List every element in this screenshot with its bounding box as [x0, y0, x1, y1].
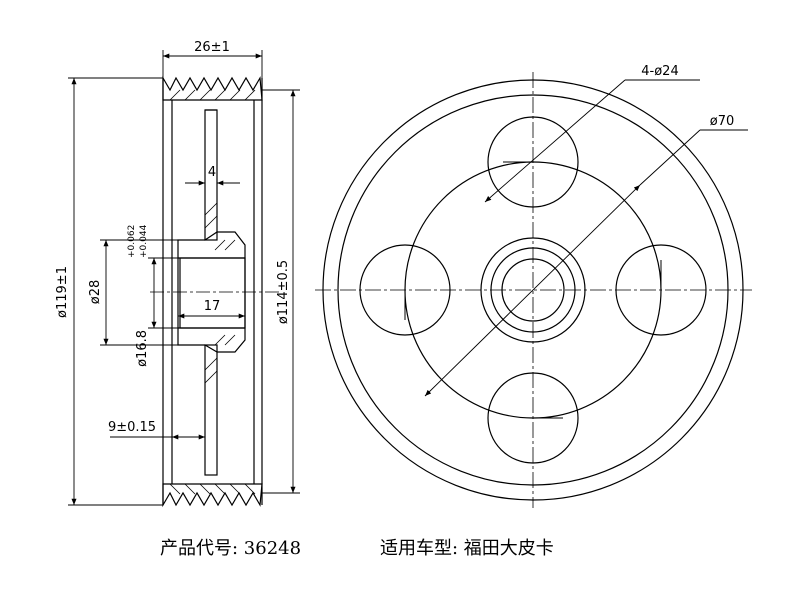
- dim-offset: 9±0.15: [108, 420, 156, 435]
- dim-width-top: 26±1: [194, 40, 230, 55]
- dim-bore-tol-lower: +0.044: [139, 224, 149, 258]
- dim-outer-dia: ø119±1: [55, 266, 70, 318]
- dim-web: 4: [208, 165, 216, 180]
- dim-pitch-circle: ø70: [710, 114, 735, 129]
- dim-groove-dia: ø114±0.5: [276, 260, 291, 324]
- groove-profile-bottom: [162, 483, 263, 508]
- dim-bore-tol-upper: +0.062: [127, 225, 137, 258]
- product-code-caption: 产品代号: 36248: [160, 538, 302, 559]
- groove-hatch: [169, 89, 256, 495]
- front-dimensions: [424, 79, 748, 397]
- section-dimensions: [68, 50, 300, 506]
- section-labels: 26±1 ø119±1 ø114±0.5 ø28 ø16.8 +0.062 +0…: [55, 40, 291, 435]
- dim-holes: 4-ø24: [641, 64, 678, 79]
- dim-hub-length: 17: [204, 299, 221, 314]
- hub-section: [177, 231, 246, 353]
- groove-profile-top: [162, 75, 263, 101]
- section-view: [150, 75, 280, 508]
- vehicle-caption: 适用车型: 福田大皮卡: [380, 538, 554, 559]
- dim-bore-dia: ø16.8: [135, 330, 150, 367]
- front-labels: 4-ø24 ø70: [641, 64, 734, 129]
- dim-hub-dia: ø28: [88, 280, 103, 305]
